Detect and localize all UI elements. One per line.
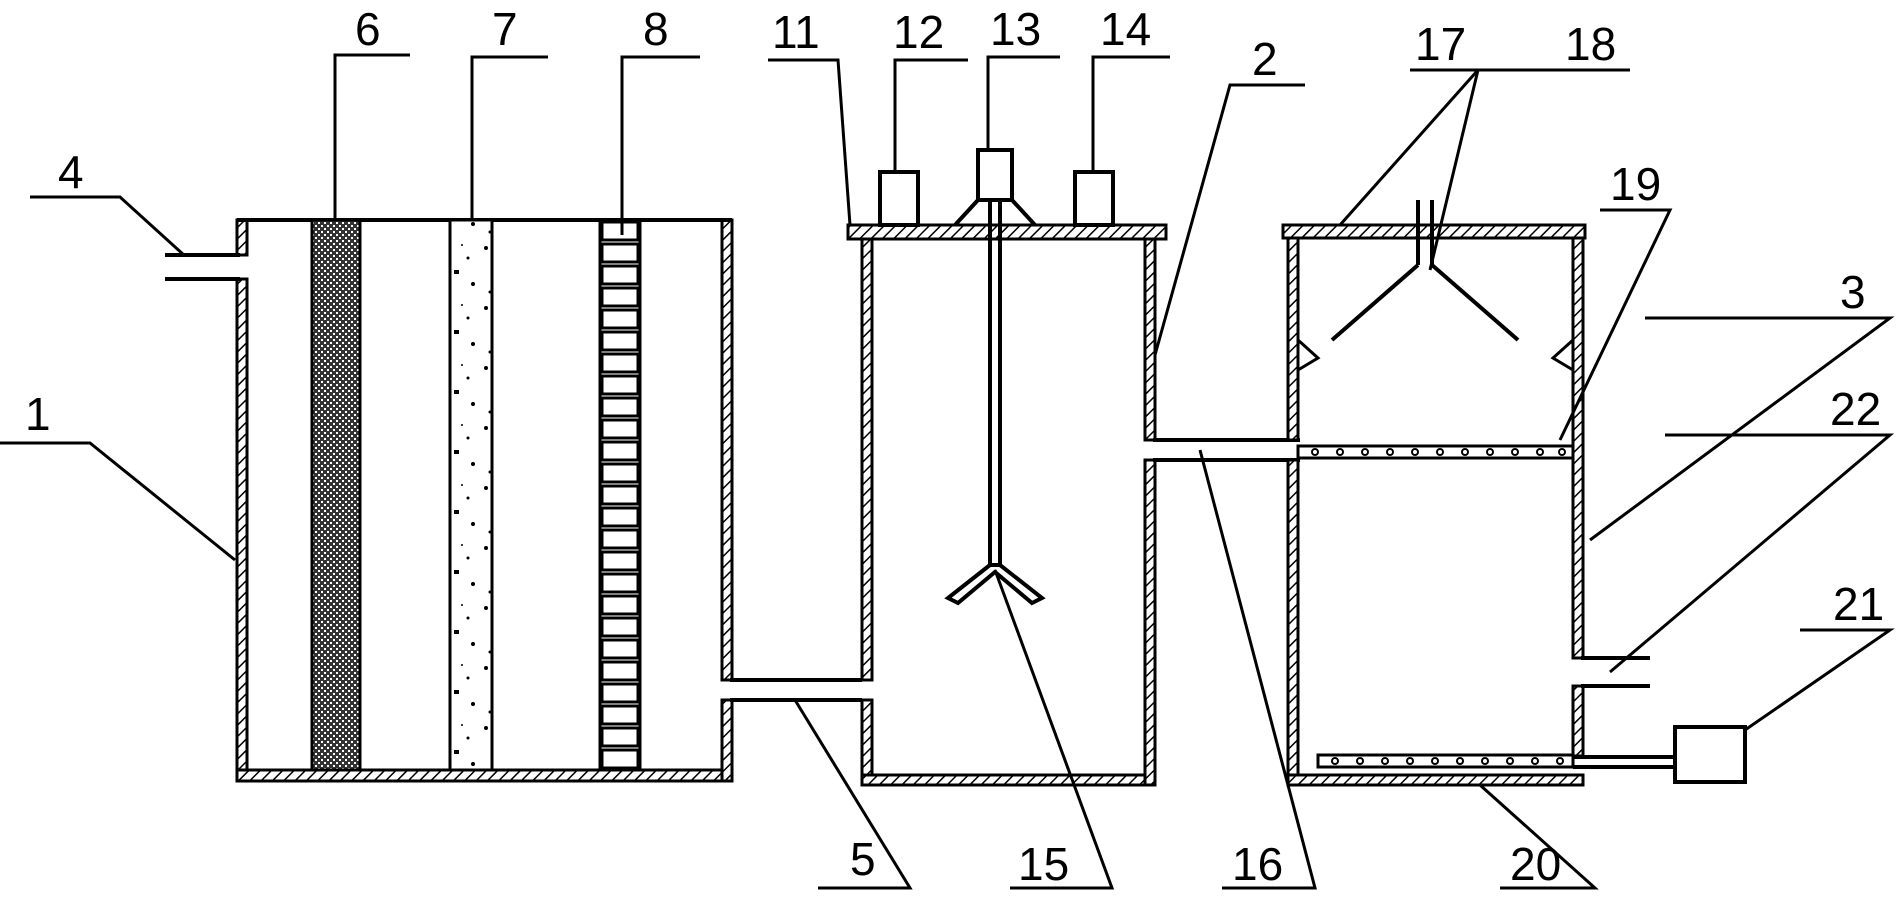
vessel-3 bbox=[1281, 200, 1747, 787]
pipe-16 bbox=[1153, 438, 1300, 462]
vessel-1 bbox=[165, 218, 734, 783]
filter-layer-7 bbox=[448, 218, 494, 772]
device-14 bbox=[1073, 170, 1115, 227]
base-20 bbox=[1286, 773, 1585, 787]
label-16: 16 bbox=[1232, 838, 1283, 890]
label-15: 15 bbox=[1018, 838, 1069, 890]
label-11: 11 bbox=[772, 6, 820, 58]
label-2: 2 bbox=[1252, 33, 1278, 85]
label-13: 13 bbox=[990, 3, 1041, 55]
device-12 bbox=[878, 170, 920, 227]
labels: 1 4 6 7 8 5 11 12 13 14 15 2 16 17 18 19… bbox=[25, 3, 1884, 890]
vessel-2 bbox=[846, 148, 1168, 787]
pump-21 bbox=[1673, 725, 1747, 784]
label-20: 20 bbox=[1510, 838, 1561, 890]
leader-lines bbox=[0, 53, 1895, 890]
label-7: 7 bbox=[492, 3, 518, 55]
filter-layer-6 bbox=[310, 218, 362, 772]
label-1: 1 bbox=[25, 388, 51, 440]
label-21: 21 bbox=[1833, 578, 1884, 630]
label-18: 18 bbox=[1565, 18, 1616, 70]
perforated-plate-19 bbox=[1296, 444, 1575, 460]
label-8: 8 bbox=[643, 3, 669, 55]
filter-layer-8 bbox=[598, 218, 642, 772]
label-6: 6 bbox=[355, 3, 381, 55]
separator-18 bbox=[1330, 263, 1520, 342]
motor-13 bbox=[976, 148, 1014, 202]
label-22: 22 bbox=[1830, 383, 1881, 435]
label-12: 12 bbox=[893, 6, 944, 58]
label-3: 3 bbox=[1840, 266, 1866, 318]
label-4: 4 bbox=[58, 146, 84, 198]
label-19: 19 bbox=[1610, 158, 1661, 210]
pipe-5 bbox=[730, 678, 862, 702]
lid-11 bbox=[846, 223, 1168, 241]
stirrer-blades-15 bbox=[944, 563, 1046, 606]
label-5: 5 bbox=[850, 833, 876, 885]
label-14: 14 bbox=[1100, 3, 1151, 55]
label-17: 17 bbox=[1415, 18, 1466, 70]
